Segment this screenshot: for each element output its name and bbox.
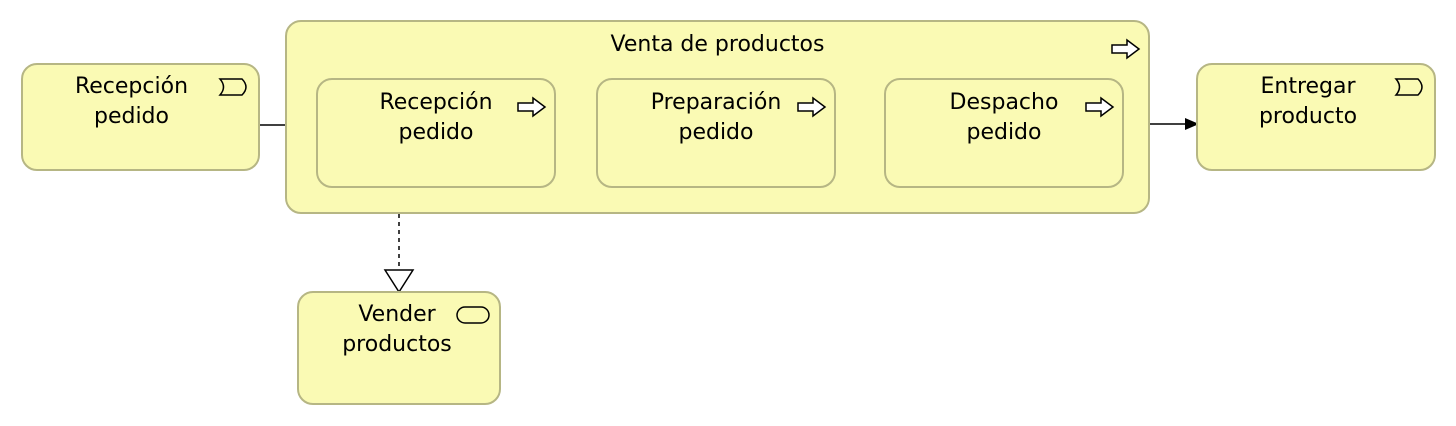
- process-preparacion-pedido[interactable]: Preparación pedido: [596, 78, 836, 188]
- realization-arrowhead: [383, 269, 415, 294]
- event-reception-start-label: Recepción pedido: [74, 74, 189, 129]
- process-arrow-icon: [797, 96, 827, 118]
- event-icon: [218, 78, 247, 96]
- process-recepcion-pedido[interactable]: Recepción pedido: [316, 78, 556, 188]
- event-entregar-producto-label: Entregar producto: [1258, 74, 1358, 129]
- process-preparacion-pedido-label: Preparación pedido: [650, 90, 782, 145]
- event-entregar-producto[interactable]: Entregar producto: [1196, 63, 1436, 171]
- process-arrow-icon: [1085, 96, 1115, 118]
- service-icon: [456, 306, 490, 324]
- process-arrow-icon: [1111, 38, 1141, 60]
- process-arrow-icon: [517, 96, 547, 118]
- process-venta-label: Venta de productos: [610, 32, 825, 57]
- process-despacho-pedido[interactable]: Despacho pedido: [884, 78, 1124, 188]
- process-despacho-pedido-label: Despacho pedido: [949, 90, 1059, 145]
- service-vender-productos-label: Vender productos: [342, 302, 452, 357]
- event-icon: [1394, 78, 1423, 96]
- service-vender-productos[interactable]: Vender productos: [297, 291, 501, 405]
- process-recepcion-pedido-label: Recepción pedido: [379, 90, 493, 145]
- event-reception-start[interactable]: Recepción pedido: [21, 63, 260, 171]
